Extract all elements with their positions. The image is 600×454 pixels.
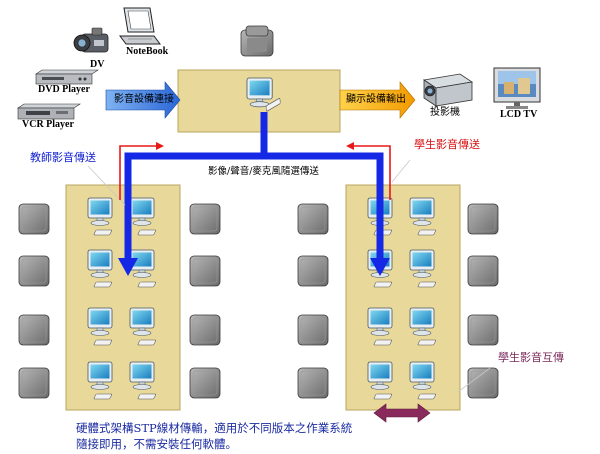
teacher-send-label: 教師影音傳送	[30, 151, 96, 164]
vcr-player-icon	[17, 103, 81, 120]
student-exchange-label: 學生影音互傳	[498, 351, 564, 364]
lcd-tv-label: LCD TV	[500, 109, 538, 120]
relay-label: 影像/聲音/麥克風隨選傳送	[208, 166, 319, 177]
student-exchange-arrow	[373, 403, 431, 423]
dvd-player-icon	[35, 69, 99, 85]
red-arrow-right	[346, 142, 391, 200]
footer-description: 硬體式架構STP線材傳輸，適用於不同版本之作業系統 隨接即用，不需安裝任何軟體。	[76, 421, 352, 452]
vcr-player-label: VCR Player	[22, 119, 74, 130]
input-arrow-label: 影音設備連接	[114, 94, 174, 105]
output-arrow	[339, 81, 416, 119]
dv-camera-icon	[73, 27, 109, 53]
notebook-icon	[119, 7, 161, 45]
blue-arrowhead-left	[118, 258, 138, 276]
lcd-tv-icon	[493, 67, 541, 109]
student-send-label: 學生影音傳送	[414, 138, 480, 151]
teacher-chair	[240, 25, 274, 57]
notebook-label: NoteBook	[126, 46, 169, 57]
dv-label: DV	[90, 59, 105, 70]
projector-icon	[422, 73, 474, 107]
blue-transmission-path	[124, 112, 384, 262]
footer-line-1: 硬體式架構STP線材傳輸，適用於不同版本之作業系統	[76, 421, 353, 435]
input-arrow	[105, 81, 181, 119]
output-arrow-label: 顯示設備輸出	[346, 94, 406, 105]
student-desk-left	[65, 184, 181, 411]
blue-arrowhead-right	[370, 258, 390, 276]
red-arrow-left	[119, 142, 164, 200]
dvd-player-label: DVD Player	[38, 84, 90, 95]
guide-lines	[87, 159, 491, 393]
projector-label: 投影機	[430, 107, 460, 118]
student-desk-right	[345, 184, 461, 411]
footer-line-2: 隨接即用，不需安裝任何軟體。	[76, 436, 237, 451]
